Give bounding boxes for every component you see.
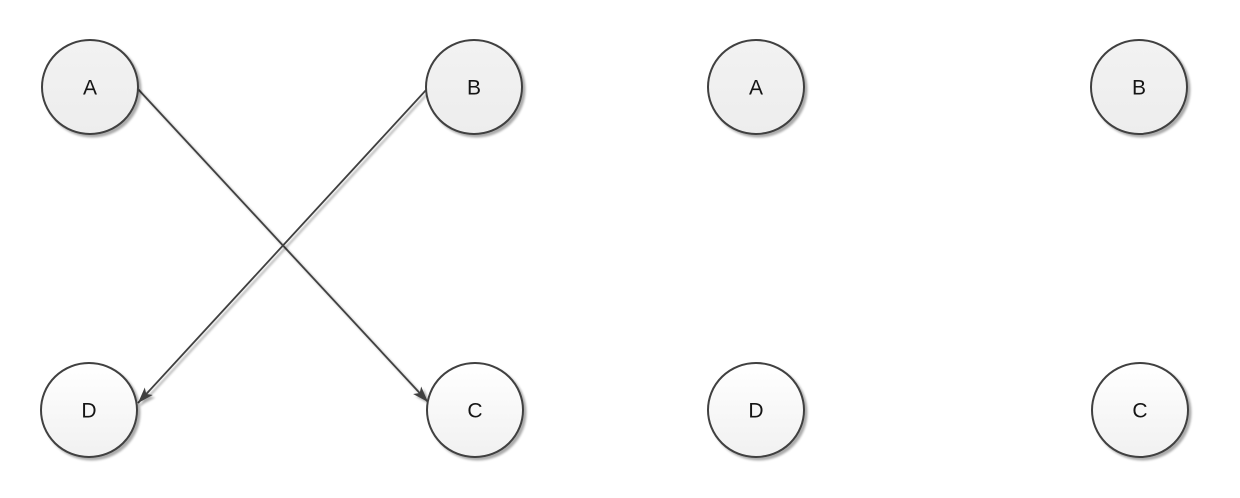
node-A-circle bbox=[41, 39, 139, 135]
node-C: C bbox=[1091, 362, 1189, 458]
node-A: A bbox=[41, 39, 139, 135]
node-C: C bbox=[426, 362, 524, 458]
node-A: A bbox=[707, 39, 805, 135]
node-D-circle bbox=[707, 362, 805, 458]
combined-graph: A B D C bbox=[40, 39, 524, 458]
node-A-circle bbox=[707, 39, 805, 135]
node-B: B bbox=[425, 39, 523, 135]
edge-B-to-D bbox=[137, 88, 428, 404]
node-B-circle bbox=[1090, 39, 1188, 135]
node-D-circle bbox=[40, 362, 138, 458]
node-D: D bbox=[707, 362, 805, 458]
subgraph-c-b: BC bbox=[1090, 39, 1189, 458]
node-B: B bbox=[1090, 39, 1188, 135]
node-B-circle bbox=[425, 39, 523, 135]
node-C-circle bbox=[426, 362, 524, 458]
node-D: D bbox=[40, 362, 138, 458]
node-C-circle bbox=[1091, 362, 1189, 458]
subgraph-d-a: AD bbox=[707, 39, 805, 458]
arrow-connector bbox=[137, 88, 428, 404]
